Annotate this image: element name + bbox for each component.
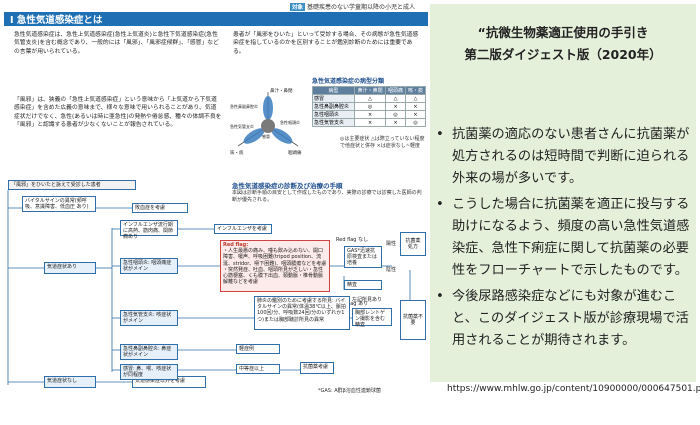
bullet-text: こうした場合に抗菌薬を適正に投与する助けになるよう、頻度の高い急性気道感染症、急…: [452, 197, 690, 278]
red-flag-title: Red flag:: [223, 242, 249, 248]
table-header: 鼻汁・鼻閉: [354, 86, 387, 95]
table-cell: △: [354, 94, 387, 103]
flowchart-subtitle: 本図は診断手順の目安として作成したものであり、実際の診療では診察した医師の判断が…: [232, 190, 422, 203]
table-cell: ◎: [405, 118, 426, 127]
flow-xray: 胸部レントゲン撮影を含む精査: [352, 308, 392, 328]
flow-common-cold: 感冒: 鼻、喉、咳症状が同程度: [120, 364, 178, 380]
flow-airway-no: 気道症状なし: [44, 376, 96, 388]
pharyngitis-region: [271, 128, 293, 144]
summary-panel: [430, 4, 696, 382]
table-header-row: 病型 鼻汁・鼻閉 咽頭痛 咳・痰: [311, 86, 426, 95]
figure-note: ◎は主要症状 △は際立っていない程度で他症状と併存 ×は症状なし~軽度: [340, 136, 425, 149]
table-cell: ◎: [354, 102, 387, 111]
symptom-triangle-diagram: 鼻汁・鼻閉 咳・痰 咽頭痛 急性鼻副鼻腔炎 感冒 急性気管支炎 急性咽頭炎: [230, 87, 302, 156]
flow-bronchitis: 急性気管支炎: 咳症状がメイン: [120, 310, 178, 326]
paragraph-2: 「風邪」は、狭義の「急性上気道感染症」という意味から「上気道から下気道感染症」を…: [14, 97, 222, 129]
flow-pharyngitis: 急性咽頭炎: 咽頭痛症状がメイン: [120, 258, 178, 274]
flow-influenza-check: インフルエンザ流行期に高熱、筋肉痛、関節痛あり: [120, 220, 178, 240]
axis-label-nasal: 鼻汁・鼻閉: [270, 87, 293, 94]
document-page-image: 対象 基礎疾患のない学童期以降の小児と成人 Ⅰ 急性気道感染症とは 急性気道感染…: [4, 2, 428, 394]
table-row: 急性咽頭炎 × ◎ ×: [311, 110, 426, 119]
list-item: • 今後尿路感染症などにも対象が進むこと、このダイジェスト版が診療現場で活用される…: [436, 286, 694, 352]
flow-pneumonia-hint: 肺炎の鑑別のために考慮する所見: バイタルサインの異常(体温38℃以上、脈拍10…: [254, 296, 350, 330]
table-header: 咽頭痛: [385, 86, 407, 95]
target-tag: 対象: [290, 2, 306, 11]
region-label-pharyngitis: 急性咽頭炎: [280, 119, 300, 125]
bullet-icon: •: [436, 127, 444, 142]
flow-red-flag: Red flag: ・人生最悪の痛み、唾も飲み込めない、開口障害、嗄声、呼吸困難…: [220, 240, 330, 292]
flow-positive: 陽性: [386, 241, 397, 247]
flow-sinusitis: 急性鼻副鼻腔炎: 鼻症状がメイン: [120, 344, 178, 360]
list-item: • こうした場合に抗菌薬を適正に投与する助けになるよう、頻度の高い急性気道感染症、…: [436, 194, 694, 282]
flow-workup: 精査: [344, 280, 382, 290]
flowchart-footnote: *GAS: A群β溶血性連鎖球菌: [318, 388, 381, 394]
table-cell: △: [405, 94, 426, 103]
bronchitis-region: [243, 128, 265, 144]
figure-title: 急性気道感染症の病型分類: [312, 78, 385, 85]
panel-title-line1: “抗微生物薬適正使用の手引き: [477, 25, 649, 40]
bullet-icon: •: [436, 197, 444, 212]
flow-finding-present: 左記所見あり: [352, 297, 383, 303]
table-cell: ×: [405, 102, 426, 111]
flow-airway-yes: 気道症状あり: [44, 262, 96, 274]
table-cell: ×: [354, 118, 387, 127]
panel-bullet-list: • 抗菌薬の適応のない患者さんに抗菌薬が処方されるのは短時間で判断に迫られる外来の…: [436, 124, 694, 356]
paragraph-1: 急性気道感染症は、急性上気道感染症(急性上気道炎)と急性下気道感染症(急性気管支…: [14, 32, 219, 55]
target-banner: 対象 基礎疾患のない学童期以降の小児と成人: [290, 2, 425, 11]
table-cell: 感冒: [311, 94, 356, 103]
table-cell: 急性気管支炎: [311, 118, 356, 127]
list-item: • 抗菌薬の適応のない患者さんに抗菌薬が処方されるのは短時間で判断に迫られる外来の…: [436, 124, 694, 190]
panel-title-line2: 第二版ダイジェスト版（2020年）: [464, 47, 662, 62]
paragraph-3: 患者が「風邪をひいた」といって受診する場合、その病態が急性気道感染症を指している…: [233, 32, 419, 55]
flow-moderate: 中等症以上: [236, 364, 280, 374]
region-label-cold: 感冒: [262, 133, 270, 139]
table-cell: ×: [405, 110, 426, 119]
table-cell: 急性咽頭炎: [311, 110, 356, 119]
region-label-sinusitis: 急性鼻副鼻腔炎: [230, 103, 258, 109]
flow-antibiotics: 抗菌薬 処方: [400, 232, 426, 256]
table-header: 病型: [311, 86, 356, 95]
table-cell: ×: [385, 102, 407, 111]
bullet-text: 抗菌薬の適応のない患者さんに抗菌薬が処方されるのは短時間で判断に迫られる外来の場…: [452, 127, 690, 186]
axis-label-throat: 咽頭痛: [288, 149, 302, 156]
table-header: 咳・痰: [405, 86, 426, 95]
flow-gas-test: GAS*迅速抗原検査または培養: [344, 246, 382, 268]
bullet-icon: •: [436, 289, 444, 304]
flow-red-flag-present: Red flag あり: [336, 301, 369, 307]
prescribe-label: 処方: [407, 244, 418, 250]
flow-red-flag-none: Red flag なし: [336, 237, 369, 243]
target-text: 基礎疾患のない学童期以降の小児と成人: [307, 4, 416, 11]
cold-region: [261, 119, 275, 133]
sinusitis-region: [263, 96, 273, 120]
region-label-bronchitis: 急性気管支炎: [230, 123, 254, 129]
source-url-link[interactable]: https://www.mhlw.go.jp/content/10900000/…: [447, 384, 700, 394]
flow-consider-antibiotics: 抗菌薬考慮: [300, 362, 334, 374]
red-flag-text: ・人生最悪の痛み、唾も飲み込めない、開口障害、嗄声、呼吸困難(tripod po…: [223, 248, 327, 286]
table-cell: ×: [385, 118, 407, 127]
flow-no-antibiotics: 抗菌薬不要: [400, 300, 426, 340]
table-row: 感冒 △ △ △: [311, 94, 426, 103]
flow-sepsis: 敗血症を考慮: [132, 203, 188, 213]
table-row: 急性鼻副鼻腔炎 ◎ × ×: [311, 102, 426, 111]
flow-influenza: インフルエンザを考慮: [214, 224, 272, 234]
flowchart-title: 急性気道感染症の診断及び治療の手順: [232, 182, 343, 190]
table-cell: ×: [354, 110, 387, 119]
axis-label-cough: 咳・痰: [230, 149, 244, 156]
section-heading: Ⅰ 急性気道感染症とは: [4, 12, 428, 26]
table-cell: ◎: [385, 110, 407, 119]
table-cell: 急性鼻副鼻腔炎: [311, 102, 356, 111]
flow-start: 「風邪」をひいたと訴えて受診した患者: [8, 180, 136, 190]
bullet-text: 今後尿路感染症などにも対象が進むこと、このダイジェスト版が診療現場で活用されるこ…: [452, 289, 689, 348]
antibiotics-label: 抗菌薬: [405, 237, 421, 244]
symptom-classification-table: 病型 鼻汁・鼻閉 咽頭痛 咳・痰 感冒 △ △ △ 急性鼻副鼻腔炎 ◎ × × …: [311, 86, 426, 127]
flow-mild: 軽症例: [236, 344, 280, 354]
table-row: 急性気管支炎 × × ◎: [311, 118, 426, 127]
flow-vital-signs: バイタルサインの異常(頻呼吸、意識障害、低血圧 あり): [22, 196, 96, 212]
flow-negative: 陰性: [386, 267, 397, 273]
table-cell: △: [385, 94, 407, 103]
